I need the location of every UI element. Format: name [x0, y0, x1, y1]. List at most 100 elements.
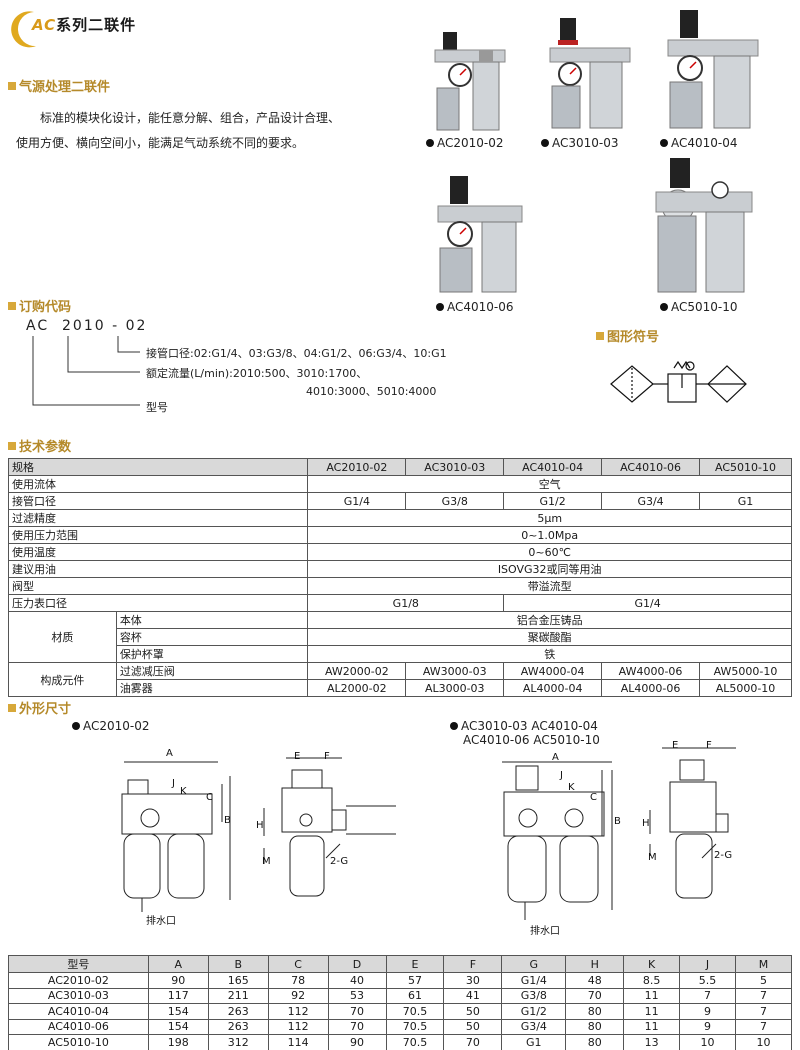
section-symbol: 图形符号: [596, 326, 659, 345]
table-cell: 8.5: [623, 972, 681, 989]
table-cell: AC4010-04: [8, 1003, 149, 1020]
table-header-cell: E: [385, 955, 445, 973]
table-cell: 5: [735, 972, 792, 989]
dim-label-h-2: H: [642, 818, 650, 829]
product-photo-ac4010-06: [437, 176, 523, 293]
section-marker-icon: [8, 703, 16, 712]
section-order-code: 订购代码: [8, 296, 71, 315]
table-cell: 80: [565, 1018, 625, 1035]
table-cell: 50: [443, 1003, 503, 1020]
product-photo-ac3010: [549, 18, 631, 129]
order-code-flow-desc-2: 4010:3000、5010:4000: [306, 385, 437, 398]
product-caption-ac2010: AC2010-02: [426, 136, 504, 150]
table-header-cell: 型号: [8, 955, 149, 973]
table-cell: G1: [501, 1034, 567, 1050]
table-cell: 70.5: [385, 1003, 445, 1020]
table-cell: 263: [207, 1018, 269, 1035]
order-code-flow-desc: 额定流量(L/min):2010:500、3010:1700、: [146, 367, 368, 380]
table-cell: 57: [385, 972, 445, 989]
table-cell: AC3010-03: [8, 987, 149, 1004]
table-cell: 211: [207, 987, 269, 1004]
dim-caption-right: AC3010-03 AC4010-04: [450, 719, 598, 733]
dim-label-k-2: K: [568, 782, 575, 793]
dim-label-h: H: [256, 820, 264, 831]
table-cell: 92: [267, 987, 329, 1004]
table-cell: 154: [147, 1003, 209, 1020]
table-cell: 7: [735, 1018, 792, 1035]
table-cell: G3/4: [501, 1018, 567, 1035]
dim-label-e-2: E: [672, 740, 679, 751]
table-cell: 80: [565, 1034, 625, 1050]
table-header-cell: B: [207, 955, 269, 973]
dim-label-b: B: [224, 815, 231, 826]
table-cell: AC5010-10: [8, 1034, 149, 1050]
table-header-cell: H: [565, 955, 625, 973]
table-cell: 11: [623, 1003, 681, 1020]
table-cell: 5.5: [679, 972, 737, 989]
table-cell: G1/2: [501, 1003, 567, 1020]
order-code-port-desc: 接管口径:02:G1/4、03:G3/8、04:G1/2、06:G3/4、10:…: [146, 347, 447, 360]
table-cell: 90: [147, 972, 209, 989]
table-cell: 117: [147, 987, 209, 1004]
dim-label-c-2: C: [590, 792, 597, 803]
dim-label-a: A: [166, 748, 173, 759]
table-row: 使用流体空气: [7, 475, 792, 493]
table-cell: 154: [147, 1018, 209, 1035]
dim-label-e: E: [294, 751, 301, 762]
dim-label-j-2: J: [560, 770, 563, 781]
product-caption-ac4010-04: AC4010-04: [660, 136, 738, 150]
table-cell: 40: [327, 972, 387, 989]
section-air-source: 气源处理二联件: [8, 76, 110, 95]
table-cell: AC4010-06: [8, 1018, 149, 1035]
table-cell: 70: [565, 987, 625, 1004]
table-cell: 11: [623, 1018, 681, 1035]
dim-label-g-2: 2-G: [714, 850, 733, 861]
table-cell: 11: [623, 987, 681, 1004]
dim-caption-right-2: AC4010-06 AC5010-10: [463, 733, 600, 747]
table-cell: 112: [267, 1018, 329, 1035]
dim-label-a-2: A: [552, 752, 559, 763]
table-row: 材质本体铝合金压铸品: [8, 611, 792, 663]
table-cell: 80: [565, 1003, 625, 1020]
table-cell: 13: [623, 1034, 681, 1050]
table-row: 容杯聚碳酸酯: [9, 628, 792, 646]
intro-text: 标准的模块化设计，能任意分解、组合，产品设计合理、 使用方便、横向空间小，能满足…: [16, 111, 341, 150]
table-header-cell: D: [327, 955, 387, 973]
table-cell: 41: [443, 987, 503, 1004]
table-cell: 30: [443, 972, 503, 989]
product-caption-ac5010: AC5010-10: [660, 300, 738, 314]
table-cell: 7: [735, 987, 792, 1004]
table-cell: 90: [327, 1034, 387, 1050]
drain-label-2: 排水口: [530, 926, 560, 937]
dim-label-k: K: [180, 786, 187, 797]
table-header-cell: K: [623, 955, 681, 973]
table-header-cell: C: [267, 955, 329, 973]
table-cell: 9: [679, 1018, 737, 1035]
table-cell: 10: [679, 1034, 737, 1050]
section-marker-icon: [8, 441, 16, 450]
table-cell: 10: [735, 1034, 792, 1050]
table-cell: G3/8: [501, 987, 567, 1004]
table-cell: 53: [327, 987, 387, 1004]
section-marker-icon: [8, 301, 16, 310]
product-photo-ac2010: [434, 32, 506, 131]
table-row: 规格 AC2010-02 AC3010-03 AC4010-04 AC4010-…: [7, 458, 792, 476]
table-header-cell: M: [735, 955, 792, 973]
section-marker-icon: [596, 331, 604, 340]
table-header-cell: G: [501, 955, 567, 973]
table-cell: 165: [207, 972, 269, 989]
table-cell: 61: [385, 987, 445, 1004]
table-row: 阀型带溢流型: [7, 577, 792, 595]
brand-logo-icon: [11, 11, 36, 48]
table-header-cell: J: [679, 955, 737, 973]
